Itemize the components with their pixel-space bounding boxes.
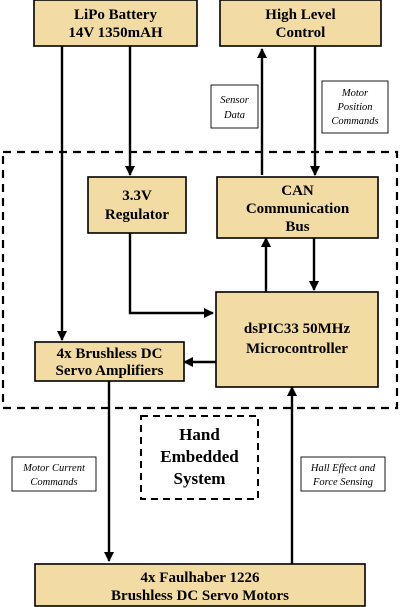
motors-line-1: 4x Faulhaber 1226: [141, 570, 260, 586]
amplifiers-line-1: 4x Brushless DC: [57, 346, 163, 362]
hall-effect-line-1: Hall Effect and: [310, 463, 376, 474]
hand-embedded-system-label: Hand Embedded System: [140, 415, 259, 500]
motors-block: 4x Faulhaber 1226 Brushless DC Servo Mot…: [34, 563, 366, 607]
motor-current-commands-label: Motor Current Commands: [11, 456, 97, 492]
servo-amplifiers-block: 4x Brushless DC Servo Amplifiers: [34, 341, 185, 382]
hall-effect-label: Hall Effect and Force Sensing: [300, 456, 386, 492]
regulator-line-1: 3.3V: [122, 188, 152, 204]
motor-position-commands-label: Motor Position Commands: [321, 80, 389, 134]
sensor-data-line-2: Data: [223, 110, 245, 121]
hall-effect-line-2: Force Sensing: [312, 477, 373, 488]
battery-block: LiPo Battery 14V 1350mAH: [33, 0, 198, 47]
sensor-data-label: Sensor Data: [210, 84, 259, 129]
microcontroller-block: dsPIC33 50MHz Microcontroller: [215, 291, 379, 388]
connections: [57, 46, 320, 564]
regulator-line-2: Regulator: [105, 207, 169, 223]
amplifiers-line-2: Servo Amplifiers: [56, 363, 164, 379]
embedded-system-boundary: [1, 150, 399, 410]
motor-current-line-1: Motor Current: [22, 463, 86, 474]
can-bus-line-1: CAN: [281, 183, 314, 199]
can-bus-block: CAN Communication Bus: [216, 176, 379, 239]
motor-position-line-1: Motor: [341, 88, 369, 99]
high-level-line-2: Control: [276, 25, 326, 41]
can-bus-line-2: Communication: [246, 201, 350, 217]
regulator-block: 3.3V Regulator: [87, 176, 187, 234]
embedded-line-3: System: [174, 469, 226, 488]
motor-position-line-3: Commands: [331, 116, 378, 127]
battery-line-2: 14V 1350mAH: [68, 25, 163, 41]
high-level-line-1: High Level: [265, 7, 335, 23]
sensor-data-line-1: Sensor: [220, 95, 249, 106]
can-bus-line-3: Bus: [285, 219, 309, 235]
embedded-line-1: Hand: [179, 425, 220, 444]
motor-current-line-2: Commands: [30, 477, 77, 488]
arrow-regulator-to-microcontroller: [128, 233, 214, 318]
high-level-control-block: High Level Control: [219, 0, 382, 47]
microcontroller-line-2: Microcontroller: [246, 341, 348, 357]
motors-line-2: Brushless DC Servo Motors: [111, 588, 289, 604]
embedded-line-2: Embedded: [160, 447, 239, 466]
battery-line-1: LiPo Battery: [74, 7, 157, 23]
motor-position-line-2: Position: [336, 102, 372, 113]
microcontroller-line-1: dsPIC33 50MHz: [244, 321, 351, 337]
